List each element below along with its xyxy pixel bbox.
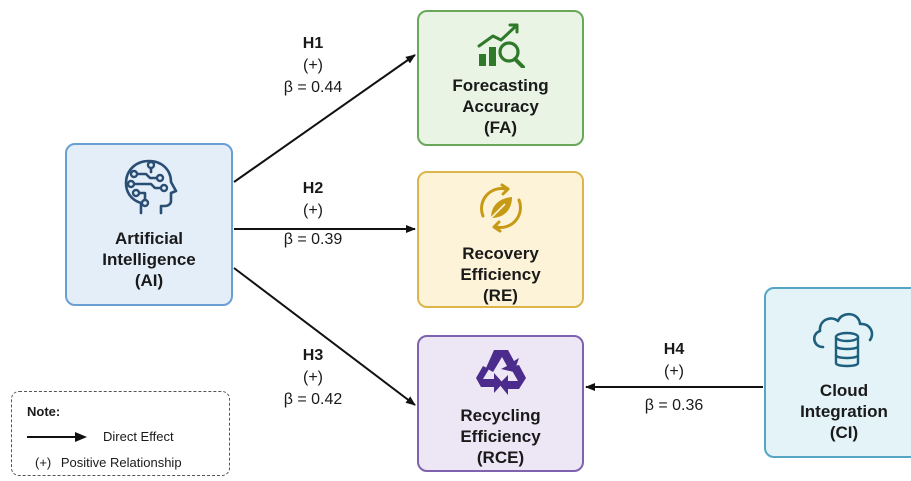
hypothesis-h4-label: H4 (+) β = 0.36: [629, 339, 719, 417]
node-artificial-intelligence: Artificial Intelligence (AI): [65, 143, 233, 306]
node-cloud-integration: Cloud Integration (CI): [764, 287, 911, 458]
node-recovery-efficiency: Recovery Efficiency (RE): [417, 171, 584, 308]
h1-beta: β = 0.44: [283, 79, 343, 96]
hypothesis-h3-label: H3 (+) β = 0.42: [268, 345, 358, 411]
h4-sign: (+): [664, 363, 684, 380]
re-label-line2: Efficiency: [460, 265, 541, 284]
ci-label-line1: Cloud: [819, 381, 869, 400]
ci-label-line2: Integration: [800, 402, 888, 421]
leaf-cycle-icon: [479, 183, 522, 233]
legend-positive-relationship: (+) Positive Relationship: [35, 455, 182, 470]
re-abbr: (RE): [483, 286, 518, 305]
node-forecasting-accuracy: Forecasting Accuracy (FA): [417, 10, 584, 146]
hypothesis-h1-label: H1 (+) β = 0.44: [268, 33, 358, 99]
positive-symbol: (+): [35, 455, 52, 470]
h2-beta: β = 0.39: [283, 231, 343, 248]
re-label-line1: Recovery: [462, 244, 539, 263]
rce-abbr: (RCE): [476, 448, 525, 467]
ai-label-line2: Intelligence: [102, 250, 196, 269]
brain-circuit-icon: [124, 159, 178, 215]
recycle-icon: [475, 350, 526, 395]
legend-direct-effect: Direct Effect: [25, 429, 174, 444]
fa-abbr: (FA): [483, 118, 518, 137]
ai-abbr: (AI): [134, 271, 164, 290]
legend-note-box: Note: Direct Effect (+) Positive Relatio…: [11, 391, 230, 476]
chart-magnifier-icon: [477, 23, 525, 68]
h4-beta: β = 0.36: [644, 397, 704, 414]
h3-sign: (+): [303, 369, 323, 386]
direct-effect-label: Direct Effect: [103, 429, 174, 444]
h1-sign: (+): [303, 57, 323, 74]
h2-sign: (+): [303, 202, 323, 219]
ai-label-line1: Artificial: [114, 229, 184, 248]
rce-label-line2: Efficiency: [460, 427, 541, 446]
h2-id: H2: [302, 180, 324, 197]
arrow-h1: [233, 54, 416, 183]
rce-label-line1: Recycling: [460, 406, 541, 425]
node-recycling-efficiency: Recycling Efficiency (RCE): [417, 335, 584, 472]
h3-id: H3: [302, 347, 324, 364]
legend-arrow-icon: [27, 431, 87, 442]
h1-id: H1: [302, 35, 324, 52]
ci-abbr: (CI): [829, 423, 859, 442]
h4-id: H4: [663, 341, 685, 358]
positive-label: Positive Relationship: [60, 455, 182, 470]
hypothesis-h2-label: H2 (+) β = 0.39: [268, 178, 358, 251]
note-title: Note:: [27, 404, 61, 419]
fa-label-line1: Forecasting: [452, 76, 549, 95]
fa-label-line2: Accuracy: [462, 97, 539, 116]
h3-beta: β = 0.42: [283, 391, 343, 408]
cloud-database-icon: [813, 312, 874, 368]
arrow-h3: [233, 267, 416, 406]
